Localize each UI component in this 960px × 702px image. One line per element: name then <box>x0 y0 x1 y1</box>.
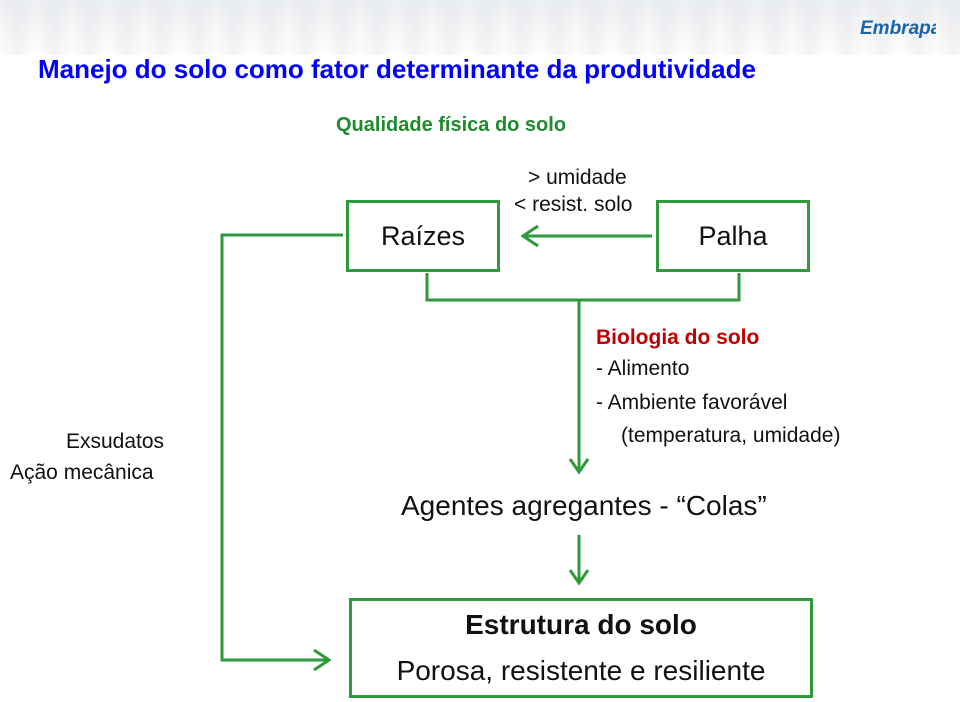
agentes-to-estrutura-arrowhead <box>568 569 590 586</box>
palha-box: Palha <box>656 200 810 272</box>
header-background <box>0 0 960 55</box>
palha-label: Palha <box>698 220 768 251</box>
estrutura-title: Estrutura do solo <box>465 609 697 640</box>
biology-item-temperatura: (temperatura, umidade) <box>621 424 841 447</box>
raizes-label: Raízes <box>380 220 466 251</box>
biology-title: Biologia do solo <box>596 326 760 349</box>
estrutura-subtitle: Porosa, resistente e resiliente <box>396 655 766 686</box>
raizes-to-estrutura-arrowhead <box>313 648 332 672</box>
estrutura-box: Estrutura do solo Porosa, resistente e r… <box>349 598 813 698</box>
embrapa-logo: Embrapa <box>860 18 936 39</box>
agentes-agregantes-label: Agentes agregantes - “Colas” <box>401 490 767 521</box>
biology-item-alimento: - Alimento <box>596 357 690 380</box>
raizes-to-estrutura-line <box>220 233 343 662</box>
root-effect-acao-mecanica: Ação mecânica <box>10 461 154 484</box>
logo-text: Embrapa <box>860 18 936 39</box>
raizes-box: Raízes <box>346 200 500 272</box>
bracket-to-agentes-arrowhead <box>568 458 590 475</box>
bottom-bracket <box>425 273 741 302</box>
biology-item-ambiente: - Ambiente favorável <box>596 391 788 414</box>
page-title: Manejo do solo como fator determinante d… <box>38 54 756 84</box>
root-effect-exsudatos: Exsudatos <box>66 430 165 453</box>
page-subtitle: Qualidade física do solo <box>336 114 567 136</box>
palha-effect-resistencia: < resist. solo <box>514 193 633 216</box>
palha-effect-umidade: > umidade <box>528 166 627 189</box>
palha-to-raizes-arrowhead <box>520 224 539 248</box>
